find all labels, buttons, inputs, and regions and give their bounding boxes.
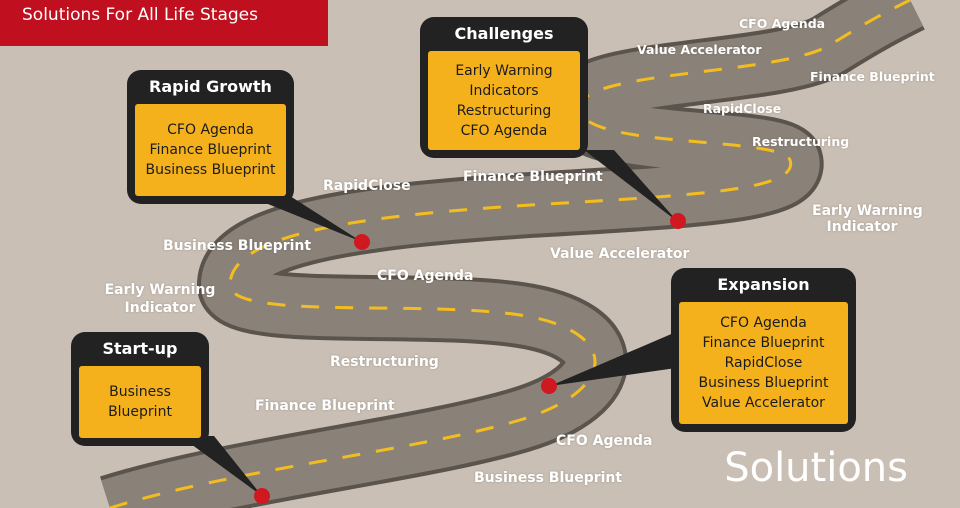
rapid-growth-item: CFO Agenda bbox=[167, 122, 254, 138]
road-label-low-cfo-agenda: CFO Agenda bbox=[556, 433, 653, 449]
road-label-mid-finance-blueprint: Finance Blueprint bbox=[463, 169, 603, 185]
rapid-growth-items: CFO Agenda Finance Blueprint Business Bl… bbox=[135, 104, 286, 196]
road-label-low-restructuring: Restructuring bbox=[330, 354, 439, 370]
road-label-top-restructuring: Restructuring bbox=[752, 134, 850, 149]
expansion-pointer bbox=[550, 332, 676, 386]
rapid-growth-pointer bbox=[248, 196, 362, 242]
header-banner: Solutions For All Life Stages bbox=[0, 0, 328, 46]
expansion-item: RapidClose bbox=[724, 355, 803, 371]
header-title: Solutions For All Life Stages bbox=[22, 5, 258, 25]
expansion-item: Value Accelerator bbox=[702, 395, 825, 411]
road-label-low-business-blueprint: Business Blueprint bbox=[474, 470, 623, 486]
challenges-marker bbox=[670, 213, 686, 229]
road-label-top-rapidclose: RapidClose bbox=[703, 101, 782, 116]
road-label-top-cfo-agenda: CFO Agenda bbox=[739, 16, 826, 31]
road-label-right-early-warning: Early Warning bbox=[812, 203, 923, 219]
startup-title: Start-up bbox=[102, 339, 178, 358]
challenges-box: Challenges Early Warning Indicators Rest… bbox=[420, 17, 588, 158]
road-label-top-finance-blueprint: Finance Blueprint bbox=[810, 69, 935, 84]
expansion-box: Expansion CFO Agenda Finance Blueprint R… bbox=[671, 268, 856, 432]
rapid-growth-marker bbox=[354, 234, 370, 250]
road-label-mid-value-accelerator: Value Accelerator bbox=[550, 246, 690, 262]
solutions-label: Solutions bbox=[724, 445, 908, 491]
road-label-mid-cfo-agenda: CFO Agenda bbox=[377, 268, 474, 284]
road-label-left-early-warning: Early Warning bbox=[104, 282, 216, 298]
road-label-mid-rapidclose: RapidClose bbox=[323, 178, 411, 194]
expansion-items: CFO Agenda Finance Blueprint RapidClose … bbox=[679, 302, 848, 424]
rapid-growth-box: Rapid Growth CFO Agenda Finance Blueprin… bbox=[127, 70, 294, 204]
challenges-item: Indicators bbox=[469, 82, 539, 99]
expansion-item: Finance Blueprint bbox=[702, 335, 825, 351]
challenges-items: Early Warning Indicators Restructuring C… bbox=[428, 51, 580, 150]
challenges-title: Challenges bbox=[454, 24, 554, 43]
startup-box: Start-up Business Blueprint bbox=[71, 332, 209, 446]
challenges-item: Early Warning bbox=[455, 62, 553, 79]
startup-pointer bbox=[180, 436, 262, 496]
road-label-right-indicator: Indicator bbox=[826, 219, 898, 235]
rapid-growth-item: Business Blueprint bbox=[145, 162, 276, 178]
challenges-item: Restructuring bbox=[456, 102, 552, 119]
startup-items: Business Blueprint bbox=[79, 366, 201, 438]
startup-item: Blueprint bbox=[108, 404, 172, 420]
road-label-low-finance-blueprint: Finance Blueprint bbox=[255, 398, 395, 414]
expansion-item: Business Blueprint bbox=[698, 375, 829, 391]
road-label-top-value-accelerator: Value Accelerator bbox=[637, 42, 762, 57]
road-label-left-indicator: Indicator bbox=[124, 300, 196, 316]
challenges-item: CFO Agenda bbox=[460, 122, 548, 139]
startup-marker bbox=[254, 488, 270, 504]
expansion-marker bbox=[541, 378, 557, 394]
road-label-mid-business-blueprint: Business Blueprint bbox=[163, 238, 312, 254]
expansion-item: CFO Agenda bbox=[720, 315, 807, 331]
startup-item: Business bbox=[109, 384, 171, 400]
rapid-growth-item: Finance Blueprint bbox=[149, 142, 272, 158]
rapid-growth-title: Rapid Growth bbox=[149, 77, 272, 96]
expansion-title: Expansion bbox=[717, 275, 810, 294]
challenges-pointer bbox=[584, 150, 678, 222]
